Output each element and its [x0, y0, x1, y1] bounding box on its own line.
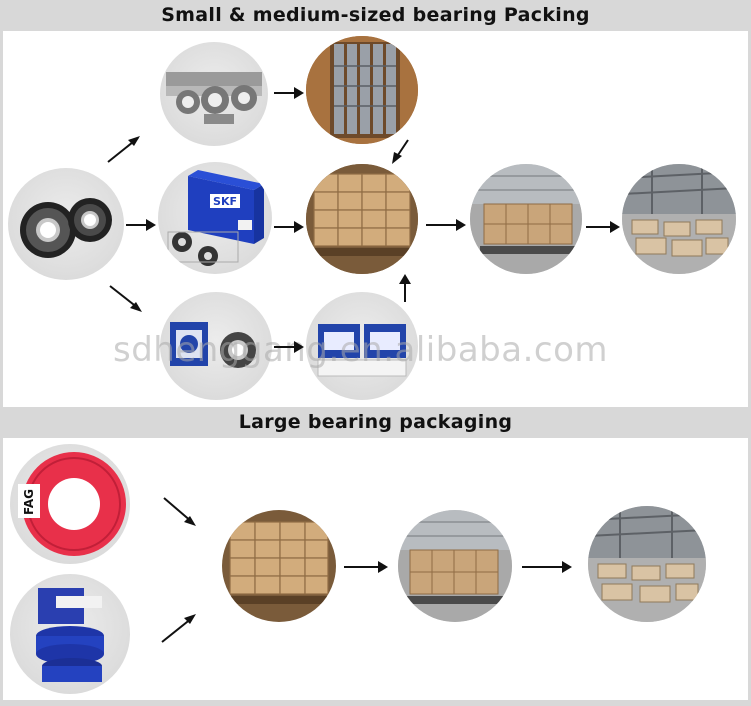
warehouse-icon	[588, 506, 706, 622]
watermark-text: sdhenggang.en.alibaba.com	[113, 330, 609, 370]
arrow-icon	[522, 561, 572, 573]
skf-large-boxes-photo	[10, 574, 130, 694]
skf-logo: SKF	[213, 195, 237, 208]
pallet-icon	[228, 521, 330, 604]
arrow-icon	[399, 274, 411, 302]
loose-bearings-photo	[8, 168, 124, 280]
nsk-stacked-boxes-photo	[306, 292, 418, 400]
warehouse-icon	[470, 164, 582, 274]
fag-logo: FAG	[22, 489, 36, 515]
ball-bearing-icon: FAG	[18, 452, 126, 556]
arrow-icon	[274, 221, 304, 233]
arrow-icon	[107, 136, 140, 163]
arrow-icon	[109, 285, 142, 312]
arrow-icon	[274, 341, 304, 353]
warehouse-icon	[398, 510, 512, 622]
arrow-icon	[392, 139, 409, 164]
warehouse-icon	[622, 164, 736, 274]
pallet-icon	[306, 164, 418, 274]
carton-box-icon: SKF	[167, 170, 264, 266]
carton-box-icon	[170, 322, 256, 368]
bulk-bearings-photo	[160, 42, 268, 146]
bearings-in-carton-photo	[306, 36, 418, 144]
large-warehouse-overview-photo	[588, 506, 706, 622]
nsk-boxes-photo	[160, 292, 272, 400]
fag-wrapped-bearing-photo: FAG	[10, 444, 130, 564]
carton-box-icon	[36, 588, 104, 682]
carton-box-icon	[317, 324, 407, 377]
arrow-icon	[344, 561, 388, 573]
palletized-cartons-photo	[306, 164, 418, 274]
warehouse-overview-photo	[622, 164, 736, 274]
arrow-icon	[126, 219, 156, 231]
section-title-small-medium: Small & medium-sized bearing Packing	[0, 0, 751, 30]
warehouse-pallets-photo	[470, 164, 582, 274]
large-warehouse-pallets-photo	[398, 510, 512, 622]
arrow-icon	[161, 614, 196, 643]
skf-boxes-photo: SKF	[158, 162, 272, 274]
arrow-icon	[274, 87, 304, 99]
carton-box-icon	[306, 36, 418, 144]
ball-bearing-icon	[166, 72, 262, 124]
arrow-icon	[426, 219, 466, 231]
large-palletized-cartons-photo	[222, 510, 336, 622]
ball-bearing-icon	[20, 198, 112, 258]
arrow-icon	[163, 497, 196, 526]
arrow-icon	[586, 221, 620, 233]
section-title-large: Large bearing packaging	[0, 407, 751, 437]
